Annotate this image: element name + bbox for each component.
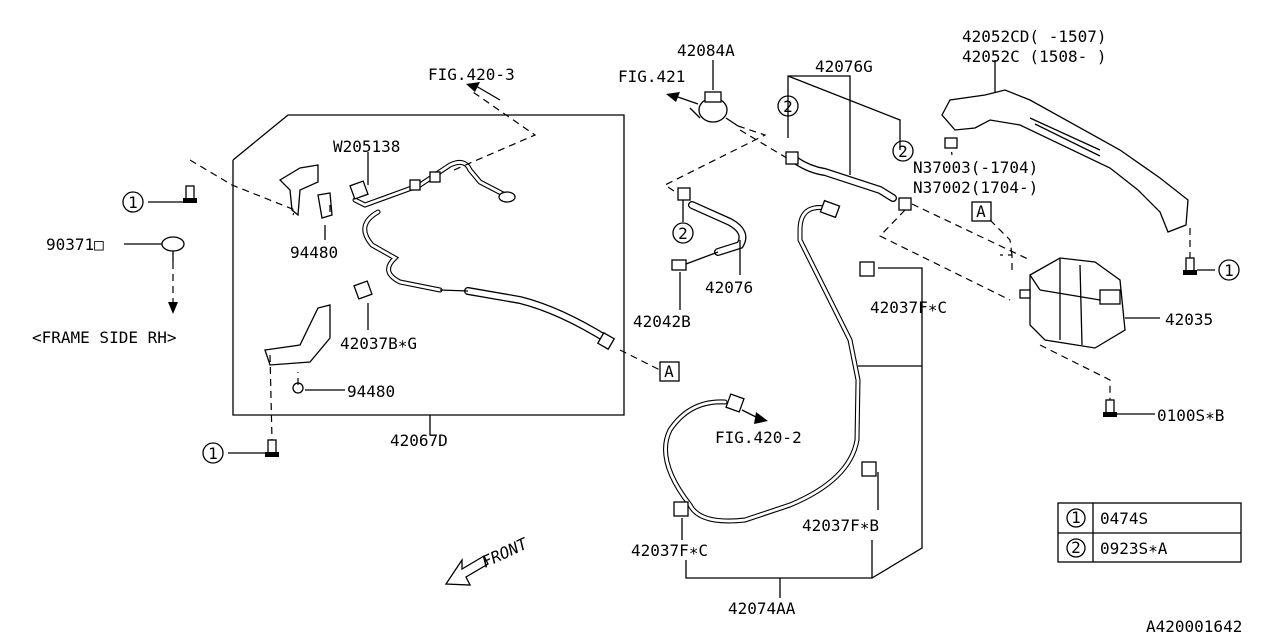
ref-a-box: A xyxy=(971,201,992,222)
94480-label: 94480 xyxy=(290,243,338,262)
legend-symbol: 2 xyxy=(1071,538,1081,557)
n37003-label: N37003(-1704) xyxy=(913,158,1038,177)
42052cd-label: 42052CD( -1507) xyxy=(962,27,1107,46)
fig-420-3-label: FIG.420-3 xyxy=(428,65,515,84)
legend-symbol: 1 xyxy=(1071,508,1081,527)
0100sb-label: 0100S∗B xyxy=(1157,406,1224,425)
valve-42084a xyxy=(689,91,739,127)
n37002-label: N37002(1704-) xyxy=(913,178,1038,197)
90371-label: 90371□ xyxy=(46,235,104,254)
svg-text:2: 2 xyxy=(678,224,688,243)
legend-part: 0923S∗A xyxy=(1100,539,1168,558)
svg-text:1: 1 xyxy=(1224,261,1234,280)
canister-42035 xyxy=(1019,257,1126,349)
42037bg-label: 42037B∗G xyxy=(340,334,417,353)
front-arrow-icon: FRONT xyxy=(444,533,532,586)
42076-label: 42076 xyxy=(705,278,753,297)
svg-text:2: 2 xyxy=(898,142,908,161)
svg-text:1: 1 xyxy=(128,193,138,212)
42037fb-label: 42037F∗B xyxy=(802,516,879,535)
fig-420-2-label: FIG.420-2 xyxy=(715,428,802,447)
42037fc-top-label: 42037F∗C xyxy=(870,298,947,317)
42037fc-bottom-label: 42037F∗C xyxy=(631,541,708,560)
42067d-label: 42067D xyxy=(390,431,448,450)
callout-2: 2 xyxy=(672,222,694,244)
bracket-42052c xyxy=(941,89,1189,233)
bolt-icon xyxy=(183,185,197,203)
callout-2: 2 xyxy=(777,95,799,117)
42035-label: 42035 xyxy=(1165,310,1213,329)
42084a-label: 42084A xyxy=(677,41,735,60)
callout-1: 1 xyxy=(122,191,144,213)
fig-421-label: FIG.421 xyxy=(618,67,685,86)
legend-part: 0474S xyxy=(1100,509,1148,528)
callout-1: 1 xyxy=(202,442,224,464)
42052c-label: 42052C (1508- ) xyxy=(962,47,1107,66)
callout-2: 2 xyxy=(892,140,914,162)
clip-icon xyxy=(161,236,185,314)
42076g-label: 42076G xyxy=(815,57,873,76)
callout-1: 1 xyxy=(1218,259,1240,281)
svg-text:1: 1 xyxy=(208,444,218,463)
42074aa-label: 42074AA xyxy=(728,599,796,618)
diagram-id: A420001642 xyxy=(1146,617,1242,636)
front-label: FRONT xyxy=(479,533,532,571)
svg-text:2: 2 xyxy=(783,97,793,116)
frame-side-label: <FRAME SIDE RH> xyxy=(32,328,177,347)
w205138-label: W205138 xyxy=(333,137,400,156)
hose-assembly-42067d xyxy=(232,114,625,416)
svg-text:A: A xyxy=(664,362,674,381)
94480-label: 94480 xyxy=(347,382,395,401)
ref-a-box: A xyxy=(659,361,680,382)
bolt-icon xyxy=(265,439,279,457)
svg-text:A: A xyxy=(976,202,986,221)
legend-table: 1 0474S 2 0923S∗A xyxy=(1057,502,1242,563)
42042b-label: 42042B xyxy=(633,312,691,331)
